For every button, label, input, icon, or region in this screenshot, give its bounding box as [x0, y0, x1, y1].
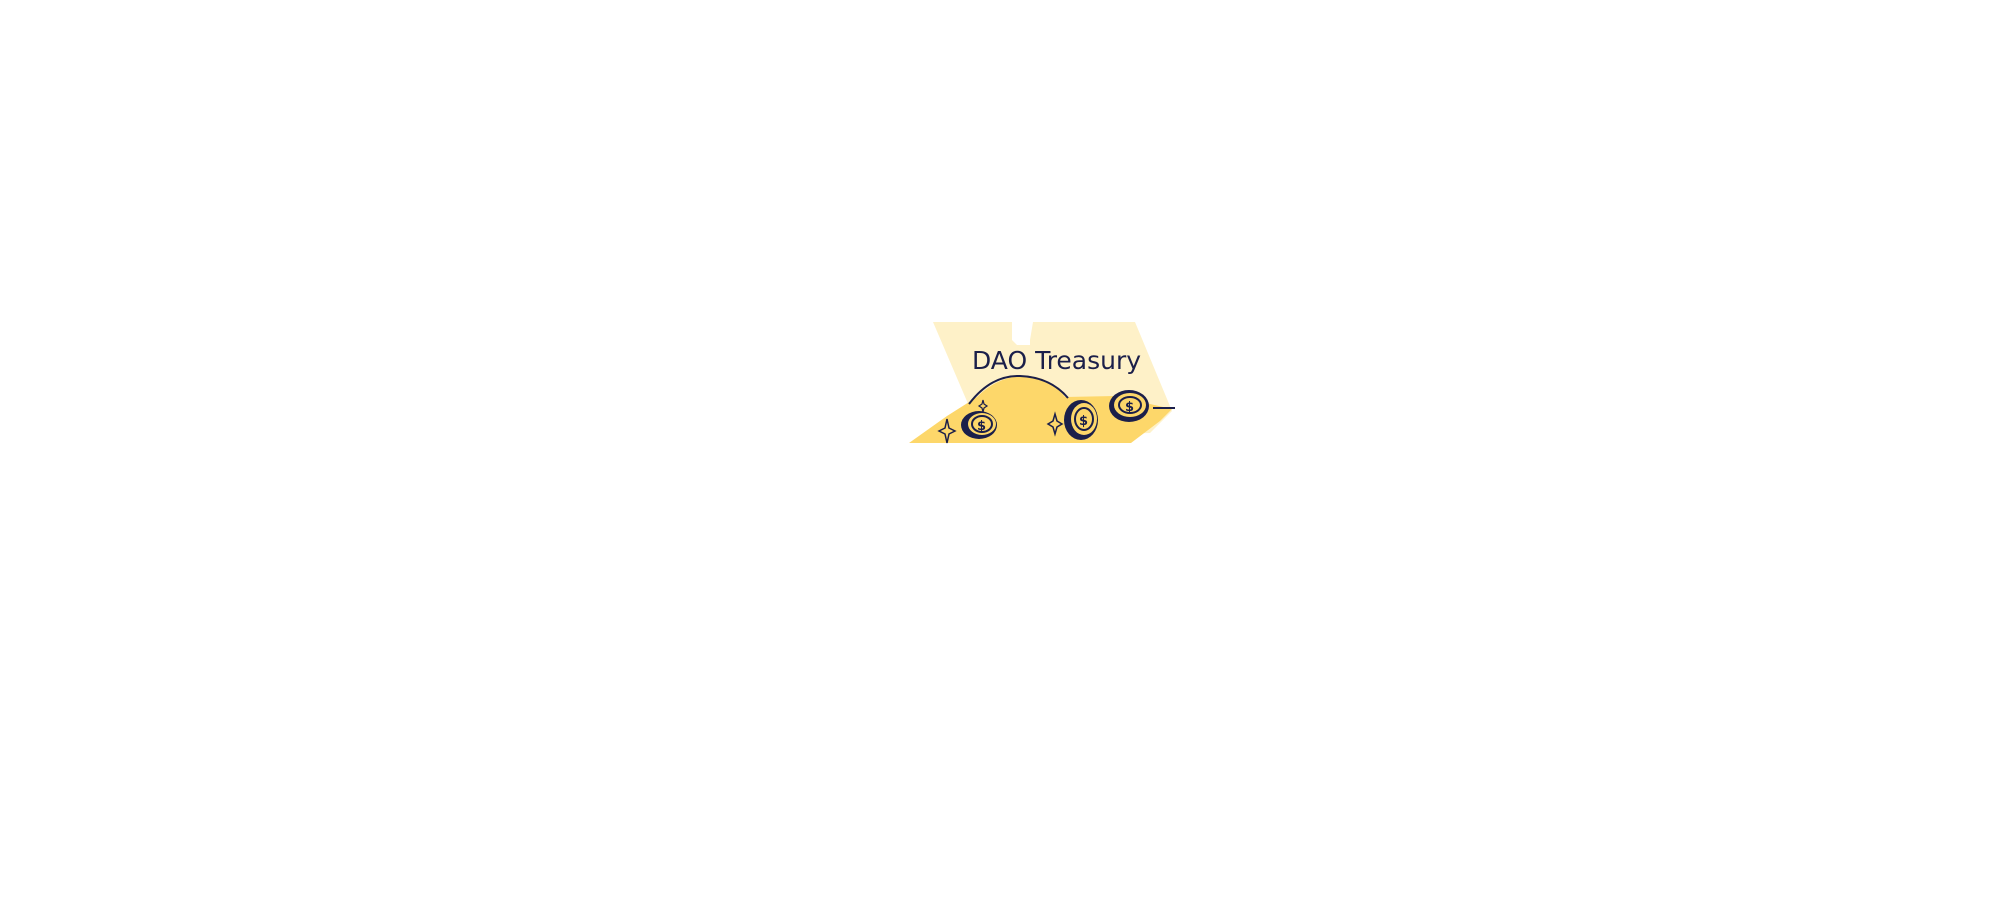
coin-icon: $ [1109, 390, 1149, 422]
dao-treasury-graphic: DAO Treasury $ $ $ [909, 322, 1175, 444]
sparkle-icon [1046, 411, 1064, 437]
svg-text:$: $ [1079, 414, 1088, 429]
sparkle-icon [937, 418, 957, 444]
coin-icon: $ [1064, 400, 1098, 440]
dao-treasury-title: DAO Treasury [972, 346, 1141, 375]
dao-treasury-illustration: DAO Treasury $ $ $ [905, 318, 1175, 448]
coin-icon: $ [961, 411, 997, 439]
treasure-pile-icon [968, 374, 1069, 405]
svg-text:$: $ [977, 419, 986, 434]
svg-text:$: $ [1125, 400, 1134, 415]
sparkle-icon [977, 399, 989, 413]
